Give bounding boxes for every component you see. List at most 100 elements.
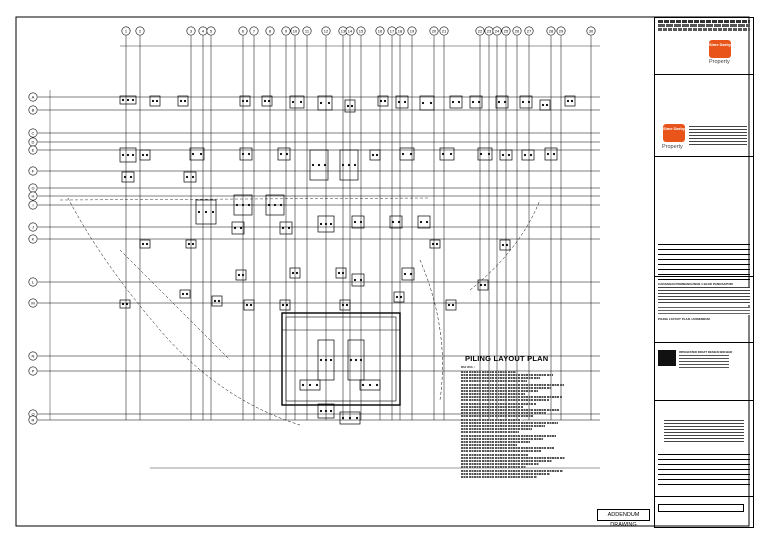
pile <box>121 153 125 157</box>
pile-cap <box>309 149 329 181</box>
col-grid-label: 26 <box>515 29 520 34</box>
row-grid-bubble <box>28 145 38 155</box>
col-grid-label: 29 <box>559 29 564 34</box>
pile <box>323 163 327 167</box>
pile <box>409 272 413 276</box>
pile <box>279 203 283 207</box>
pile-cap <box>344 99 356 113</box>
pile <box>497 100 501 104</box>
consultant-address <box>679 355 729 369</box>
row-grid-label: B <box>32 108 35 113</box>
col-grid-bubble <box>238 26 248 36</box>
col-grid-label: 30 <box>589 29 594 34</box>
pile <box>546 152 550 156</box>
col-grid-label: 22 <box>478 29 483 34</box>
pile <box>197 210 201 214</box>
pile-cap <box>335 267 347 279</box>
note-line <box>461 447 554 450</box>
pile <box>324 358 328 362</box>
pile <box>375 153 379 157</box>
pile <box>329 222 333 226</box>
lift-core <box>281 312 401 406</box>
pile <box>545 103 549 107</box>
pile <box>299 100 303 104</box>
pile <box>235 203 239 207</box>
pile-cap <box>317 339 335 381</box>
pile <box>353 163 357 167</box>
pile <box>570 99 574 103</box>
col-grid-bubble <box>395 26 405 36</box>
note-line <box>461 431 519 434</box>
pile <box>341 163 345 167</box>
pile <box>199 152 203 156</box>
note-line <box>461 466 526 469</box>
pile <box>237 273 241 277</box>
pile-cap <box>499 239 511 251</box>
pile <box>359 220 363 224</box>
pile-cap <box>521 149 535 161</box>
pile <box>341 416 345 420</box>
client-section <box>655 74 753 128</box>
pile-cap <box>279 221 293 235</box>
pile <box>239 226 243 230</box>
pile <box>279 152 283 156</box>
pile <box>359 278 363 282</box>
col-grid-label: 25 <box>504 29 509 34</box>
pile-cap <box>279 299 291 311</box>
row-grid-bubble <box>28 166 38 176</box>
approval-table <box>658 450 750 485</box>
pile <box>308 383 312 387</box>
radial-arc-left-inner <box>119 249 231 361</box>
pile <box>354 358 358 362</box>
consultant-logo <box>658 350 676 366</box>
col-grid-label: 16 <box>378 29 383 34</box>
pile <box>126 98 130 102</box>
col-grid-bubble <box>345 26 355 36</box>
pile-cap <box>119 147 137 163</box>
row-grid-bubble <box>28 415 38 425</box>
row-grid-label: F <box>32 169 35 174</box>
pile <box>151 99 155 103</box>
title-block-header <box>655 18 753 46</box>
lift-core-inner <box>285 316 397 402</box>
pile <box>483 283 487 287</box>
client-logo-top: Sime Darby <box>709 40 731 58</box>
gridlines <box>38 36 600 469</box>
note-line <box>461 424 545 427</box>
pile <box>131 153 135 157</box>
col-grid-bubble <box>556 26 566 36</box>
pile-cap <box>369 149 381 161</box>
pile <box>341 271 345 275</box>
pile <box>527 100 531 104</box>
col-grid-label: 14 <box>348 29 353 34</box>
pile <box>267 99 271 103</box>
pile <box>471 100 475 104</box>
pile <box>233 226 237 230</box>
row-grid-label: N <box>32 354 35 359</box>
pile <box>441 152 445 156</box>
pile-cap <box>399 147 415 161</box>
pile <box>327 101 331 105</box>
row-grid-bubble <box>28 222 38 232</box>
pile <box>501 153 505 157</box>
col-grid-label: 11 <box>305 29 310 34</box>
note-line <box>461 472 550 475</box>
pile <box>409 152 413 156</box>
row-grid-label: I <box>32 203 33 208</box>
pile <box>295 271 299 275</box>
pile <box>503 100 507 104</box>
pile <box>204 210 208 214</box>
col-grid-label: 2 <box>139 29 142 34</box>
col-grid-label: 23 <box>487 29 492 34</box>
col-grid-label: 18 <box>398 29 403 34</box>
note-line <box>461 386 551 389</box>
col-grid-label: 12 <box>324 29 329 34</box>
pile <box>324 222 328 226</box>
pile-cap <box>139 149 151 161</box>
col-grid-bubble <box>512 26 522 36</box>
pile-cap <box>401 267 415 281</box>
pile <box>395 295 399 299</box>
pile <box>291 271 295 275</box>
col-grid-bubble <box>356 26 366 36</box>
